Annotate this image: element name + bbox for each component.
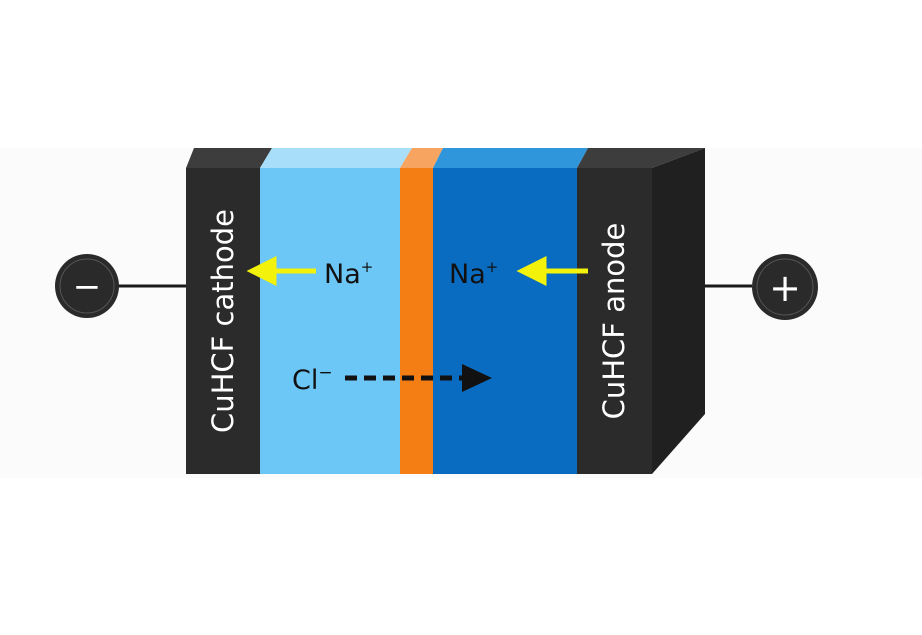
positive-terminal-symbol: + [769, 266, 801, 310]
anode-top-face [577, 148, 705, 168]
membrane [400, 168, 433, 474]
left-electrolyte [260, 168, 400, 474]
chloride-arrowhead [462, 364, 492, 392]
cathode-electrode [186, 168, 260, 474]
chloride-ion-charge: − [318, 363, 332, 383]
right-sodium-ion-label: Na+ [449, 258, 498, 290]
cathode-label: CuHCF cathode [206, 209, 240, 433]
membrane-top-face [400, 148, 443, 168]
negative-terminal-symbol: − [73, 267, 102, 307]
left-sodium-ion-label: Na+ [324, 258, 373, 290]
right-electrolyte-top-face [433, 148, 588, 168]
anode-side-face [652, 148, 705, 474]
anode-label: CuHCF anode [597, 223, 631, 420]
negative-terminal-ring [59, 258, 115, 314]
left-sodium-ion-charge: + [361, 258, 374, 276]
right-sodium-ion-charge: + [486, 258, 499, 276]
chloride-ion-base: Cl [292, 365, 318, 396]
right-electrolyte [433, 168, 577, 474]
left-sodium-ion-base: Na [324, 259, 361, 290]
right-sodium-ion-base: Na [449, 259, 486, 290]
negative-terminal [55, 254, 119, 318]
left-electrolyte-top-face [260, 148, 412, 168]
cathode-top-face [186, 148, 272, 168]
positive-terminal [752, 254, 818, 320]
positive-terminal-ring [756, 258, 814, 316]
chloride-ion-label: Cl− [292, 363, 333, 396]
anode-electrode [577, 168, 652, 474]
